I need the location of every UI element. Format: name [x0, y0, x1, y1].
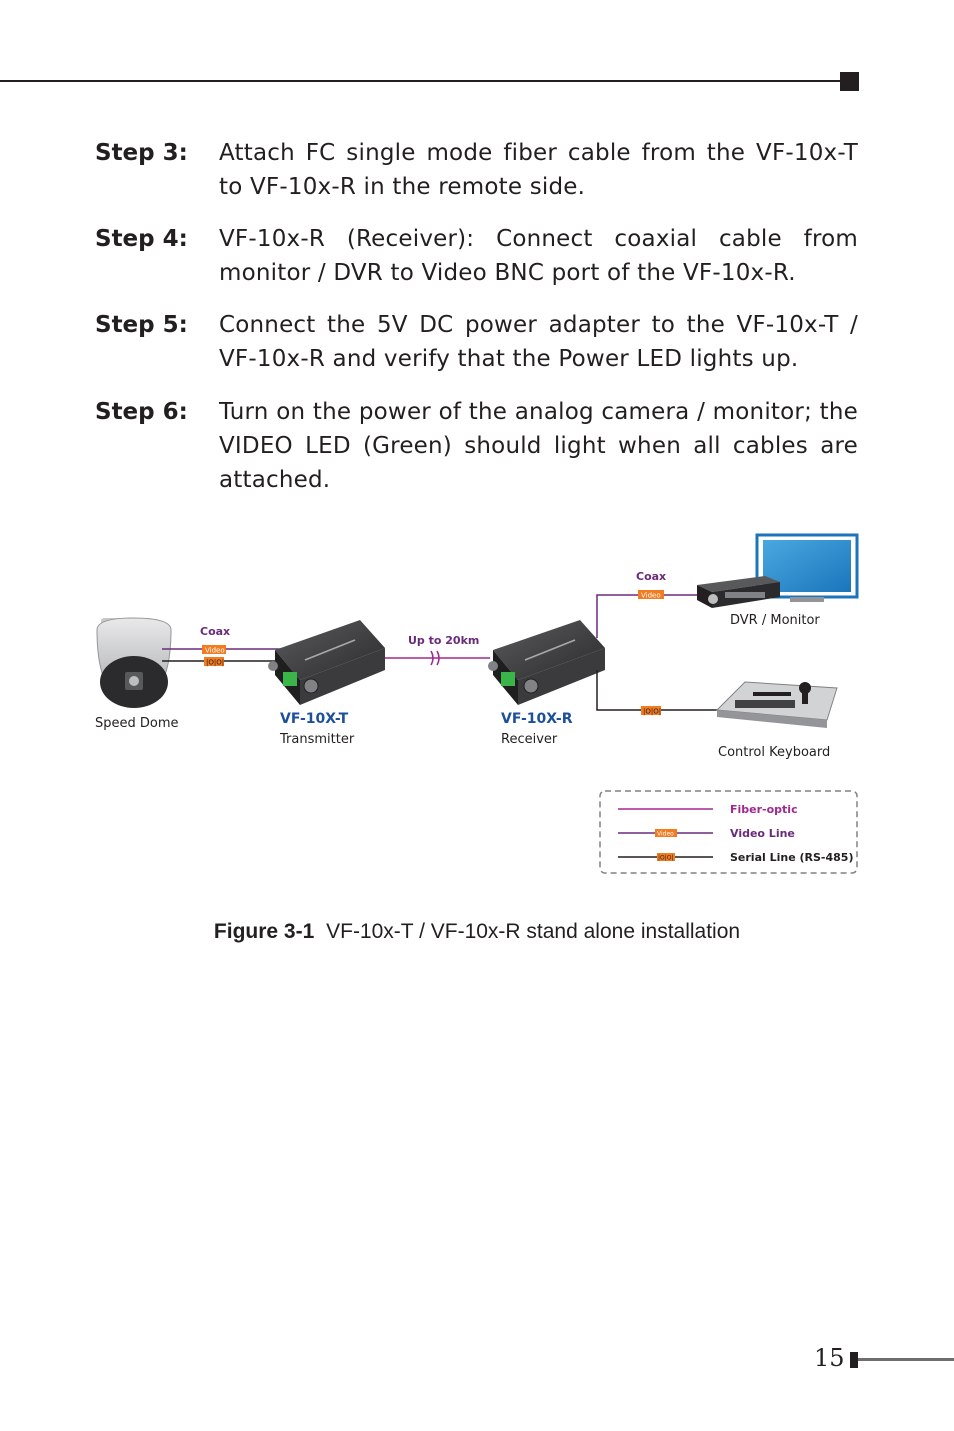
page-number: 15: [814, 1344, 845, 1372]
control-keyboard-label: Control Keyboard: [718, 745, 830, 760]
distance-label: Up to 20km: [408, 634, 479, 647]
serial-tag-left: [204, 657, 224, 666]
step-text: Attach FC single mode fiber cable from t…: [219, 140, 858, 200]
legend-video-label: Video Line: [730, 827, 795, 840]
step-label: Step 4:: [95, 226, 188, 252]
fiber-break-icon: [430, 650, 440, 666]
receiver-device-icon: [488, 620, 605, 705]
step-label: Step 6:: [95, 399, 188, 425]
transmitter-device-icon: [268, 620, 385, 705]
legend-serial-tag: [657, 853, 675, 861]
transmitter-role-label: Transmitter: [279, 732, 355, 747]
legend-fiber-label: Fiber-optic: [730, 803, 798, 816]
step-text: VF-10x-R (Receiver): Connect coaxial cab…: [219, 226, 858, 286]
serial-line-right: [596, 670, 717, 711]
installation-diagram: Speed Dome Coax Video |O|O| VF-10X-T Tra…: [85, 520, 865, 890]
legend-box: Fiber-optic Video Video Line |O|O| Seria…: [599, 790, 858, 874]
step-5: Step 5: Connect the 5V DC power adapter …: [95, 308, 858, 376]
transmitter-model-label: VF-10X-T: [280, 711, 349, 727]
video-tag-text: Video: [641, 592, 661, 600]
dvr-icon: [697, 576, 780, 608]
speed-dome-label: Speed Dome: [95, 716, 179, 731]
serial-tag-text: |O|O|: [206, 659, 224, 667]
dvr-monitor-label: DVR / Monitor: [730, 613, 820, 628]
control-keyboard-icon: [715, 681, 838, 728]
legend-video-tag-text: Video: [657, 831, 674, 838]
step-label: Step 3:: [95, 140, 188, 166]
step-6: Step 6: Turn on the power of the analog …: [95, 395, 858, 497]
video-tag-left: [202, 645, 226, 654]
figure-caption-text: VF-10x-T / VF-10x-R stand alone installa…: [326, 920, 741, 943]
step-label: Step 5:: [95, 312, 188, 338]
legend-serial-label: Serial Line (RS-485): [730, 851, 853, 864]
serial-tag-right: [641, 706, 661, 715]
coax-label-left: Coax: [200, 625, 230, 638]
receiver-role-label: Receiver: [501, 732, 558, 747]
serial-tag-text: |O|O|: [643, 708, 661, 716]
video-line-right: [596, 594, 705, 638]
footer-square-marker: [850, 1352, 858, 1368]
video-tag-right: [638, 590, 664, 599]
step-3: Step 3: Attach FC single mode fiber cabl…: [95, 136, 858, 204]
header-rule: [0, 80, 842, 82]
legend-video-tag: [655, 829, 677, 837]
step-text: Connect the 5V DC power adapter to the V…: [219, 312, 858, 372]
footer-rule: [858, 1358, 954, 1361]
video-tag-text: Video: [205, 647, 225, 655]
step-text: Turn on the power of the analog camera /…: [219, 399, 858, 493]
speed-dome-icon: [96, 617, 172, 708]
figure-caption: Figure 3-1 VF-10x-T / VF-10x-R stand alo…: [0, 920, 954, 944]
receiver-model-label: VF-10X-R: [501, 711, 573, 727]
coax-label-right: Coax: [636, 570, 666, 583]
step-4: Step 4: VF-10x-R (Receiver): Connect coa…: [95, 222, 858, 290]
header-square-marker: [840, 72, 859, 91]
legend-serial-tag-text: |O|O|: [658, 855, 674, 862]
figure-number: Figure 3-1: [213, 920, 315, 943]
